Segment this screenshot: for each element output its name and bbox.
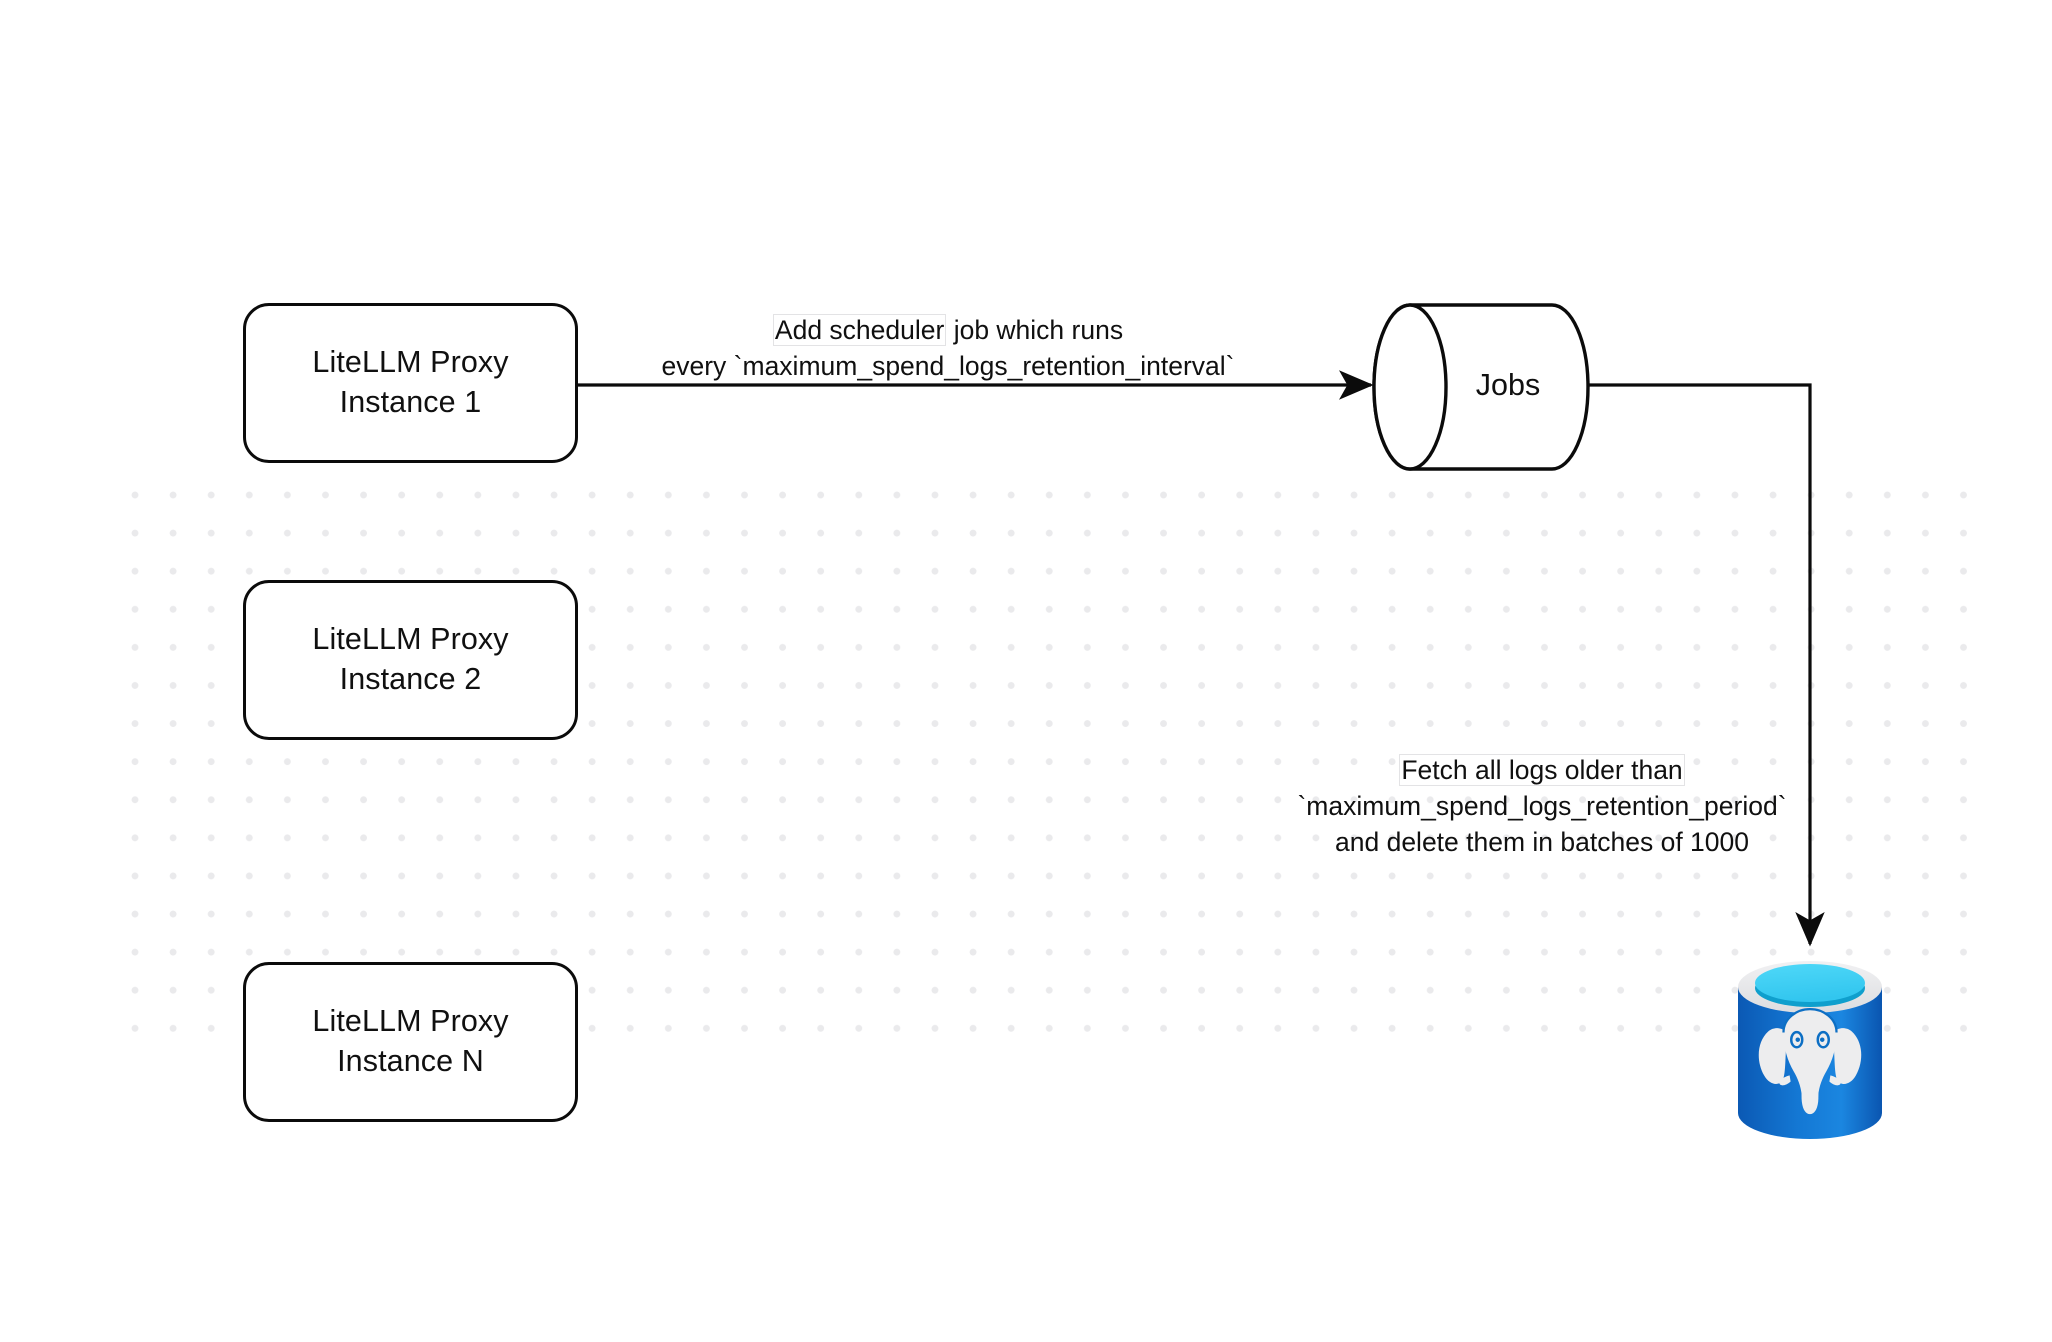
postgresql-elephant-logo — [1758, 1007, 1862, 1115]
edge-label-fetch-delete: Fetch all logs older than `maximum_spend… — [1222, 752, 1862, 860]
edge-label-scheduler-line-1-rest: job which runs — [946, 315, 1124, 345]
edge-label-fetch-line-1-wrap: Fetch all logs older than — [1222, 752, 1862, 788]
node-litellm-proxy-instance-1[interactable]: LiteLLM Proxy Instance 1 — [243, 303, 578, 463]
edge-label-fetch-highlight: Fetch all logs older than — [1399, 754, 1685, 786]
node-litellm-proxy-instance-n[interactable]: LiteLLM Proxy Instance N — [243, 962, 578, 1122]
edge-label-scheduler-highlight: Add scheduler — [772, 314, 947, 346]
edge-label-fetch-line-3: and delete them in batches of 1000 — [1335, 827, 1749, 858]
proxy-n-line-1: LiteLLM Proxy — [312, 1004, 509, 1039]
edge-label-scheduler-line-1: Add scheduler job which runs — [588, 312, 1308, 348]
proxy-1-line-1: LiteLLM Proxy — [312, 345, 509, 380]
edge-label-scheduler: Add scheduler job which runs every `maxi… — [588, 312, 1308, 384]
edge-fetch-delete — [1588, 383, 1825, 947]
postgresql-database-icon[interactable] — [1738, 961, 1882, 1139]
proxy-2-line-1: LiteLLM Proxy — [312, 622, 509, 657]
proxy-1-line-2: Instance 1 — [339, 385, 482, 419]
edge-label-fetch-line-2: `maximum_spend_logs_retention_period` — [1297, 791, 1787, 822]
jobs-cylinder-label: Jobs — [1475, 368, 1541, 402]
node-litellm-proxy-instance-2[interactable]: LiteLLM Proxy Instance 2 — [243, 580, 578, 740]
edge-label-scheduler-line-2: every `maximum_spend_logs_retention_inte… — [661, 351, 1235, 382]
proxy-n-line-2: Instance N — [337, 1044, 484, 1078]
jobs-cylinder[interactable] — [1372, 303, 1590, 471]
proxy-2-line-2: Instance 2 — [339, 662, 482, 696]
